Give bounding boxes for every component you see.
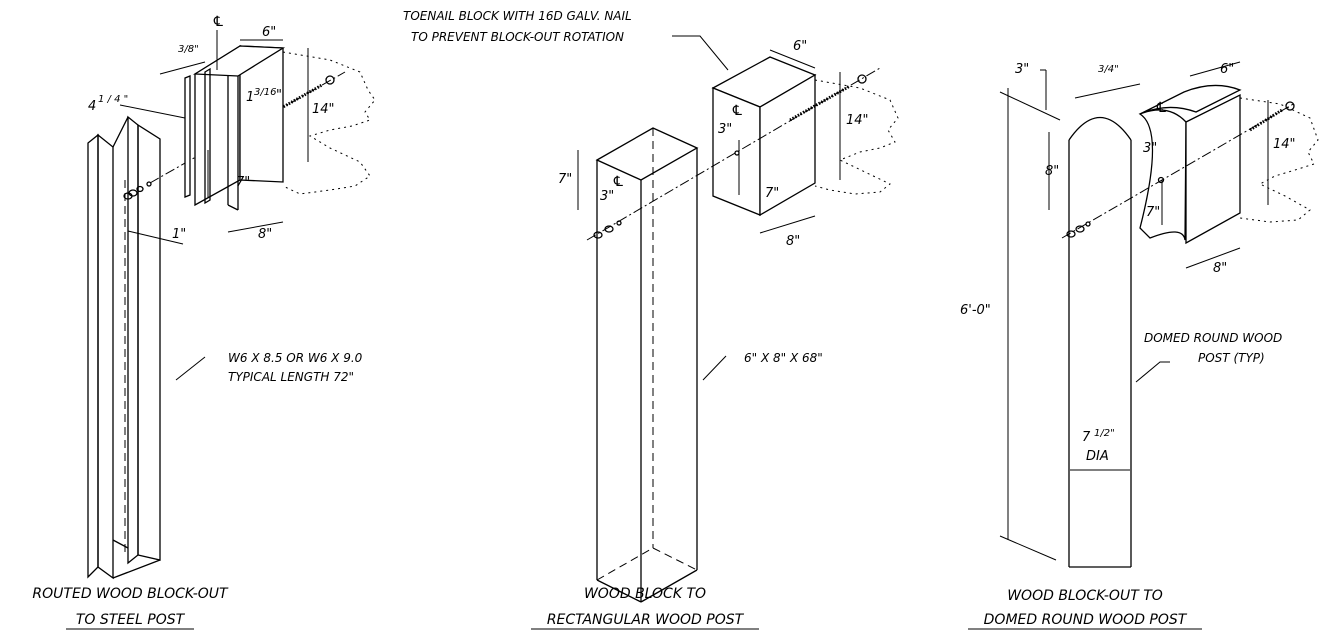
dim-rect-block-top: 3" bbox=[718, 122, 732, 137]
dim-rect-width: 6" bbox=[793, 39, 807, 54]
caption-rect-line2: RECTANGULAR WOOD POST bbox=[547, 612, 745, 628]
panel-rect-post: TOENAIL BLOCK WITH 16D GALV. NAIL TO PRE… bbox=[403, 9, 899, 630]
caption-steel-line2: TO STEEL POST bbox=[76, 612, 186, 628]
caption-steel-line1: ROUTED WOOD BLOCK-OUT bbox=[32, 586, 229, 602]
rail-outline bbox=[814, 79, 899, 195]
dim-steel-offset-frac: 1 / 4 " bbox=[98, 94, 128, 105]
centerline-post: ℄ bbox=[612, 174, 625, 190]
panel-steel-post: 6" ℄ 3/8" 4 1 / 4 " 1 3/16 " 14" 7" 8" 1… bbox=[32, 14, 376, 630]
dim-rect-post-top: 3" bbox=[600, 189, 614, 204]
dim-rect-block-bolt: 7" bbox=[765, 186, 779, 201]
dim-round-block-depth: 8" bbox=[1213, 261, 1227, 276]
panel-round-post: ℄ 3" 3/4" 6" 14" 3" 7" 8" 8" 6'-0" 7 1/2… bbox=[960, 61, 1319, 630]
round-bolt-washer bbox=[1066, 221, 1091, 238]
caption-rect-line1: WOOD BLOCK TO bbox=[584, 586, 706, 602]
note-steel-line1: W6 X 8.5 OR W6 X 9.0 bbox=[228, 351, 363, 365]
note-round-line1: DOMED ROUND WOOD bbox=[1144, 331, 1282, 345]
dim-steel-inner-whole: 1 bbox=[246, 90, 254, 105]
note-toenail-line1: TOENAIL BLOCK WITH 16D GALV. NAIL bbox=[403, 9, 632, 23]
rectangular-wood-post bbox=[595, 127, 699, 603]
steel-post bbox=[87, 115, 161, 580]
centerline-round: ℄ bbox=[1155, 100, 1168, 116]
note-toenail-line2: TO PREVENT BLOCK-OUT ROTATION bbox=[411, 30, 624, 44]
dim-round-post-bolt: 8" bbox=[1045, 164, 1059, 179]
dim-round-gap: 3/4" bbox=[1098, 64, 1119, 75]
dim-round-top: 3" bbox=[1015, 62, 1029, 77]
dim-steel-height: 14" bbox=[312, 102, 335, 117]
caption-round-line1: WOOD BLOCK-OUT TO bbox=[1007, 588, 1163, 604]
dim-rect-post-bolt: 7" bbox=[558, 172, 572, 187]
dim-round-dia-frac: 1/2" bbox=[1094, 428, 1115, 439]
note-rect-post: 6" X 8" X 68" bbox=[744, 351, 823, 365]
dim-steel-inner-frac: 3/16 bbox=[254, 87, 276, 98]
dim-rect-block-depth: 8" bbox=[786, 234, 800, 249]
dim-steel-bolt: 7" bbox=[236, 175, 250, 190]
caption-round-line2: DOMED ROUND WOOD POST bbox=[984, 612, 1188, 628]
rail-outline bbox=[1239, 97, 1319, 223]
routed-wood-block bbox=[184, 44, 286, 211]
dim-steel-inner-unit: " bbox=[276, 88, 282, 103]
dim-round-dia-whole: 7 bbox=[1082, 430, 1091, 445]
dim-steel-offset-whole: 4 bbox=[88, 99, 96, 114]
dim-round-post-length: 6'-0" bbox=[960, 303, 991, 318]
rail-outline bbox=[282, 51, 376, 195]
dim-round-block-bolt: 7" bbox=[1146, 205, 1160, 220]
dim-round-block-top: 3" bbox=[1143, 141, 1157, 156]
post-bolt-washer bbox=[593, 220, 622, 239]
dim-steel-width: 6" bbox=[262, 25, 276, 40]
dim-steel-depth: 8" bbox=[258, 227, 272, 242]
dim-steel-rout: 3/8" bbox=[178, 44, 199, 55]
dim-round-width: 6" bbox=[1220, 62, 1234, 77]
centerline-symbol: ℄ bbox=[212, 14, 225, 30]
curved-wood-block bbox=[1138, 84, 1242, 245]
centerline-block: ℄ bbox=[731, 103, 744, 119]
domed-round-wood-post bbox=[1068, 116, 1132, 568]
dim-round-dia-label: DIA bbox=[1086, 449, 1109, 464]
note-round-line2: POST (TYP) bbox=[1198, 351, 1265, 365]
dim-steel-flange: 1" bbox=[172, 227, 186, 242]
dim-round-height: 14" bbox=[1273, 137, 1296, 152]
dim-rect-height: 14" bbox=[846, 113, 869, 128]
note-steel-line2: TYPICAL LENGTH 72" bbox=[228, 370, 354, 384]
bolt-nut-washer bbox=[123, 181, 152, 200]
